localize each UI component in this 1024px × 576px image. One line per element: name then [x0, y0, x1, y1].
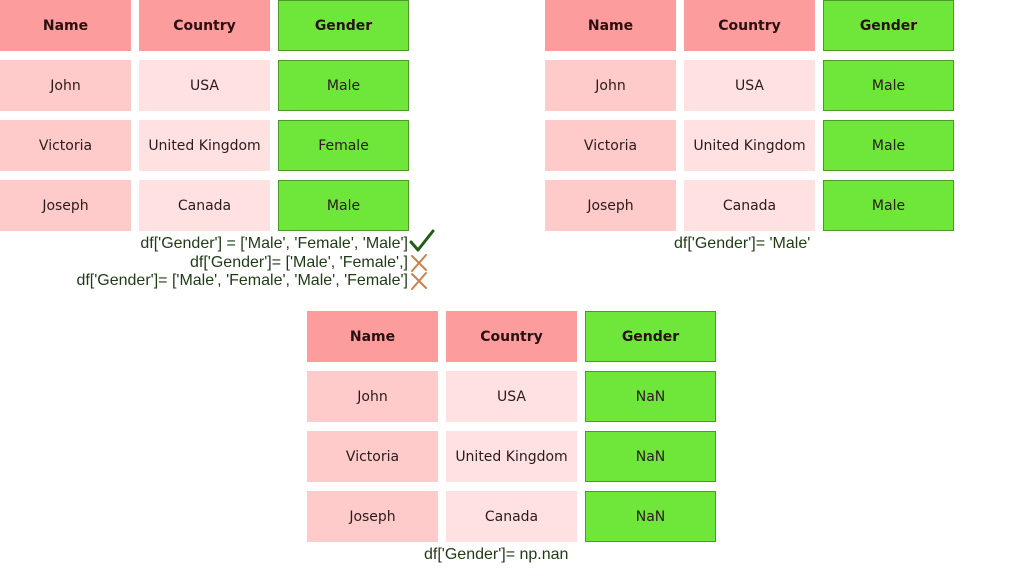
cell-country: USA: [446, 371, 577, 422]
cell-name: Joseph: [307, 491, 438, 542]
cell-gender: NaN: [585, 371, 716, 422]
caption-scalar: df['Gender']= 'Male': [674, 235, 811, 252]
caption-nan: df['Gender']= np.nan: [424, 546, 569, 563]
cell-gender: Male: [278, 60, 409, 111]
header-name: Name: [545, 0, 676, 51]
header-country: Country: [684, 0, 815, 51]
cell-country: United Kingdom: [139, 120, 270, 171]
header-country: Country: [139, 0, 270, 51]
cell-name: Joseph: [545, 180, 676, 231]
cell-country: Canada: [446, 491, 577, 542]
caption-list-short: df['Gender']= ['Male', 'Female',]: [190, 254, 408, 271]
cell-gender: Male: [823, 60, 954, 111]
cross-icon: [411, 254, 427, 272]
cell-gender: NaN: [585, 491, 716, 542]
caption-list-ok: df['Gender'] = ['Male', 'Female', 'Male'…: [140, 235, 408, 252]
cell-gender: Female: [278, 120, 409, 171]
cell-country: USA: [684, 60, 815, 111]
cell-name: John: [545, 60, 676, 111]
cell-country: United Kingdom: [684, 120, 815, 171]
cell-gender: Male: [823, 120, 954, 171]
cell-name: Victoria: [545, 120, 676, 171]
header-gender: Gender: [585, 311, 716, 362]
cell-name: Victoria: [0, 120, 131, 171]
header-name: Name: [0, 0, 131, 51]
cross-icon: [411, 272, 427, 290]
cell-country: United Kingdom: [446, 431, 577, 482]
header-name: Name: [307, 311, 438, 362]
cell-name: John: [307, 371, 438, 422]
header-gender: Gender: [823, 0, 954, 51]
cell-gender: Male: [278, 180, 409, 231]
cell-name: Victoria: [307, 431, 438, 482]
cell-country: Canada: [684, 180, 815, 231]
header-country: Country: [446, 311, 577, 362]
check-icon: [409, 229, 435, 252]
cell-country: Canada: [139, 180, 270, 231]
cell-gender: NaN: [585, 431, 716, 482]
header-gender: Gender: [278, 0, 409, 51]
cell-gender: Male: [823, 180, 954, 231]
cell-name: John: [0, 60, 131, 111]
cell-name: Joseph: [0, 180, 131, 231]
cell-country: USA: [139, 60, 270, 111]
caption-list-long: df['Gender']= ['Male', 'Female', 'Male',…: [76, 272, 408, 289]
